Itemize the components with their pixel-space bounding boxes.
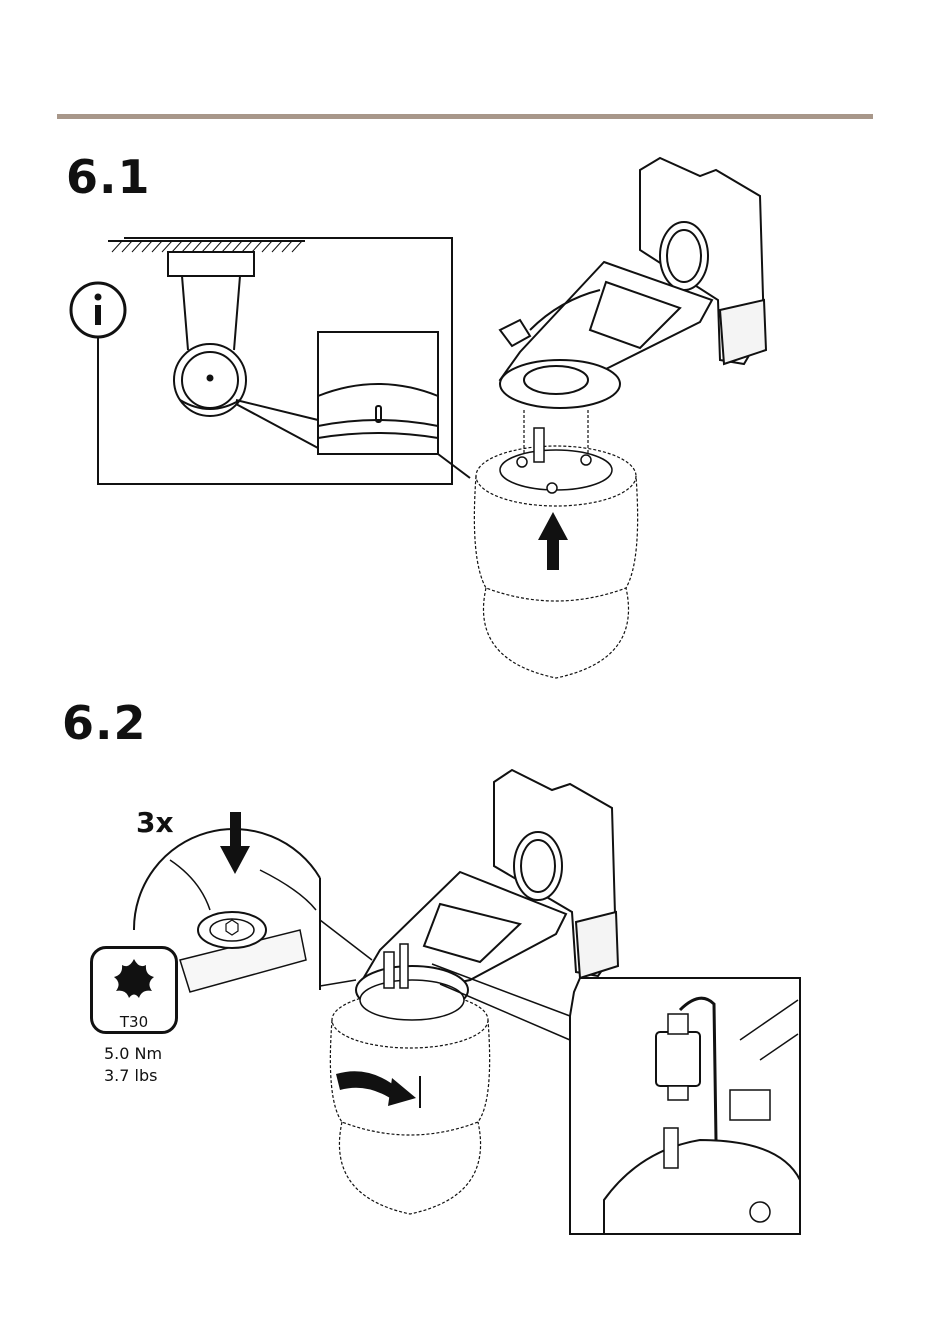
tool-label: T30 [93,1013,175,1031]
tool-card: T30 [90,946,178,1034]
torque-nm: 5.0 Nm [104,1044,162,1063]
camera-outline-6-2 [330,992,489,1214]
torx-icon [93,951,175,1011]
bracket-figure-6-2 [356,770,618,1014]
camera-top-6-1 [500,428,612,493]
torque-lbs: 3.7 lbs [104,1066,157,1085]
screw-count-label: 3x [136,806,174,839]
rotate-arrow-icon [336,1071,420,1108]
bracket-figure-6-1 [500,158,766,408]
detail-frame-6-1 [98,238,470,484]
push-arrow-icon [538,512,568,570]
connector-zoom-inset [570,978,800,1234]
info-icon [71,283,125,337]
